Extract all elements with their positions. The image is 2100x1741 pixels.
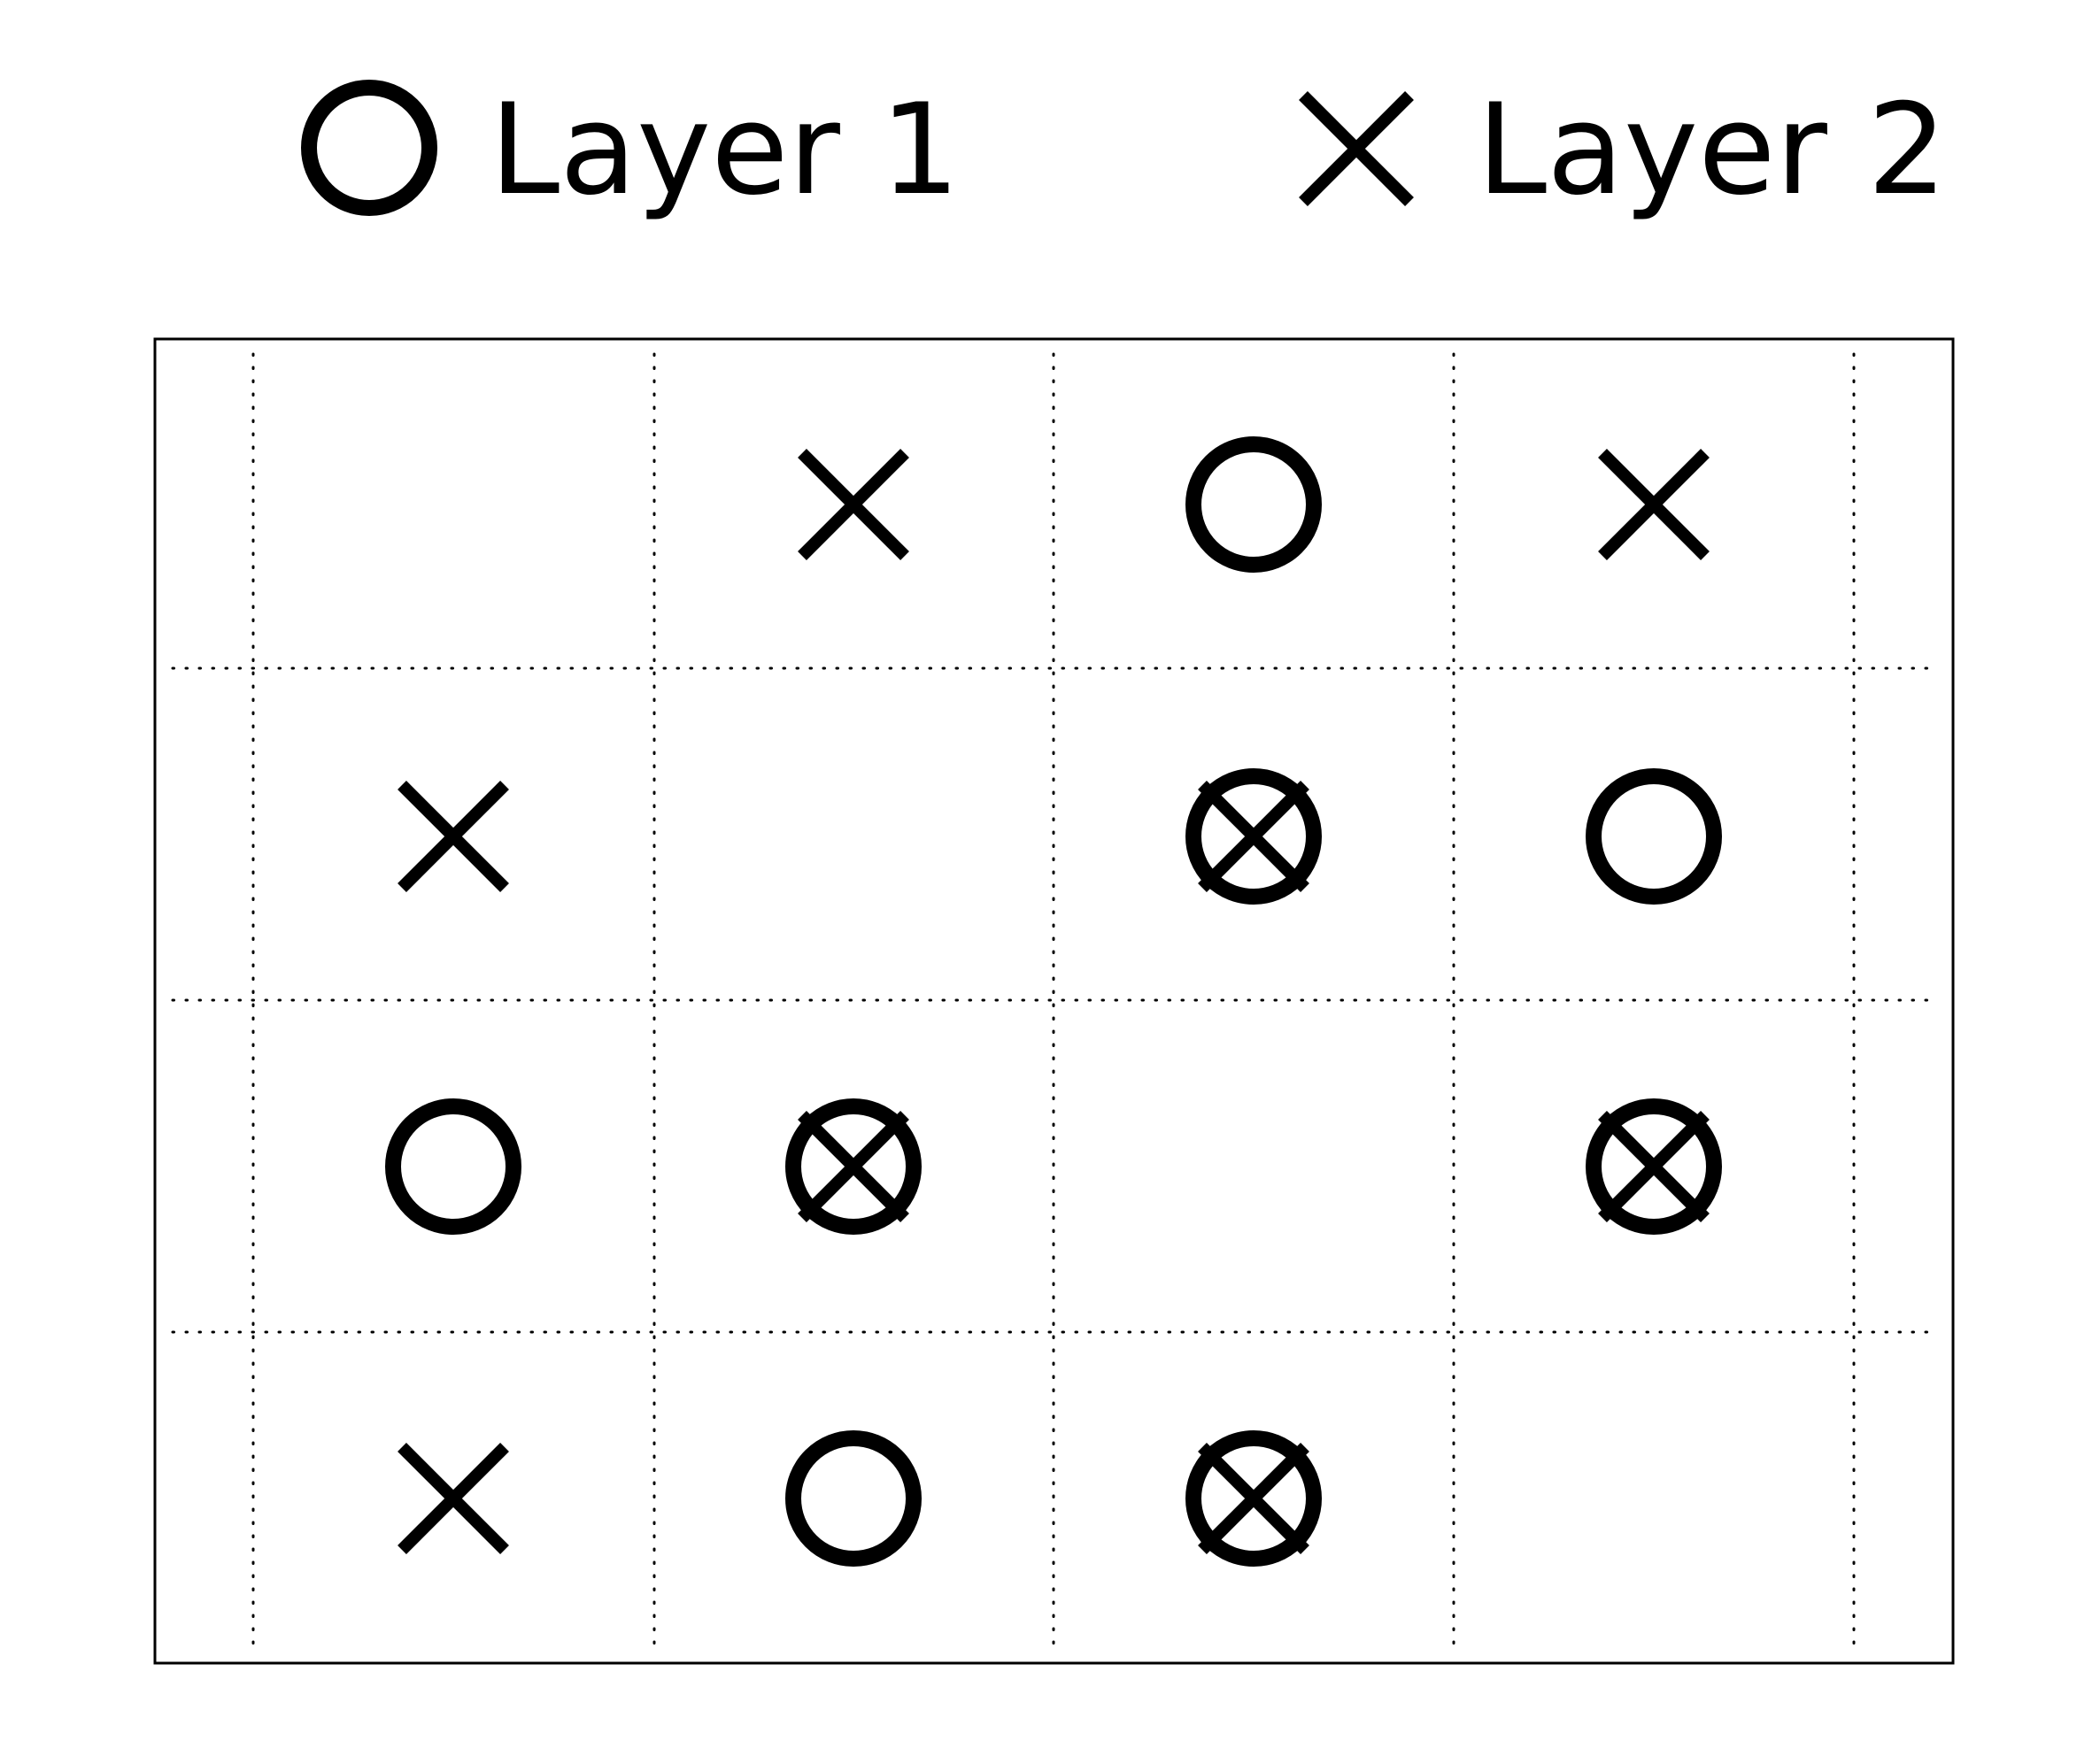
- circle-icon: [1185, 436, 1322, 573]
- circle-icon: [385, 1098, 521, 1235]
- grid-cell-r3-c4: [1586, 1098, 1722, 1235]
- grid-cell-r1-c2: [798, 449, 909, 560]
- cross-icon: [1198, 781, 1309, 892]
- cross-icon: [398, 1443, 509, 1554]
- grid-cell-r2-c1: [398, 781, 509, 892]
- grid-cell-r4-c3: [1185, 1430, 1322, 1567]
- grid-cell-r4-c2: [785, 1430, 922, 1567]
- circle-icon: [301, 80, 437, 216]
- grid-cell-r4-c1: [398, 1443, 509, 1554]
- cross-icon: [398, 781, 509, 892]
- legend-label-layer-2: Layer 2: [1477, 77, 1947, 223]
- cross-icon: [1198, 1443, 1309, 1554]
- circle-icon: [1185, 768, 1322, 905]
- grid-cell-r1-c3: [1185, 436, 1322, 573]
- cross-icon: [1598, 449, 1710, 560]
- circle-icon: [785, 1430, 922, 1567]
- gridlines: [171, 352, 1941, 1650]
- grid-cell-r2-c3: [1185, 768, 1322, 905]
- grid-cell-r3-c1: [385, 1098, 521, 1235]
- legend: Layer 1 Layer 2: [301, 77, 1947, 223]
- circle-icon: [1586, 768, 1722, 905]
- circle-icon: [1185, 1430, 1322, 1567]
- cross-icon: [1598, 1111, 1710, 1222]
- cross-icon: [798, 1111, 909, 1222]
- cross-icon: [1299, 91, 1414, 206]
- cell-symbols: [385, 436, 1722, 1567]
- legend-label-layer-1: Layer 1: [490, 77, 960, 223]
- legend-item-layer-2: Layer 2: [1299, 77, 1947, 223]
- grid-cell-r2-c4: [1586, 768, 1722, 905]
- legend-item-layer-1: Layer 1: [301, 77, 960, 223]
- grid-frame: [153, 337, 1955, 1665]
- grid-cell-r1-c4: [1598, 449, 1710, 560]
- cross-icon: [798, 449, 909, 560]
- grid-cell-r3-c2: [785, 1098, 922, 1235]
- circle-icon: [785, 1098, 922, 1235]
- circle-icon: [1586, 1098, 1722, 1235]
